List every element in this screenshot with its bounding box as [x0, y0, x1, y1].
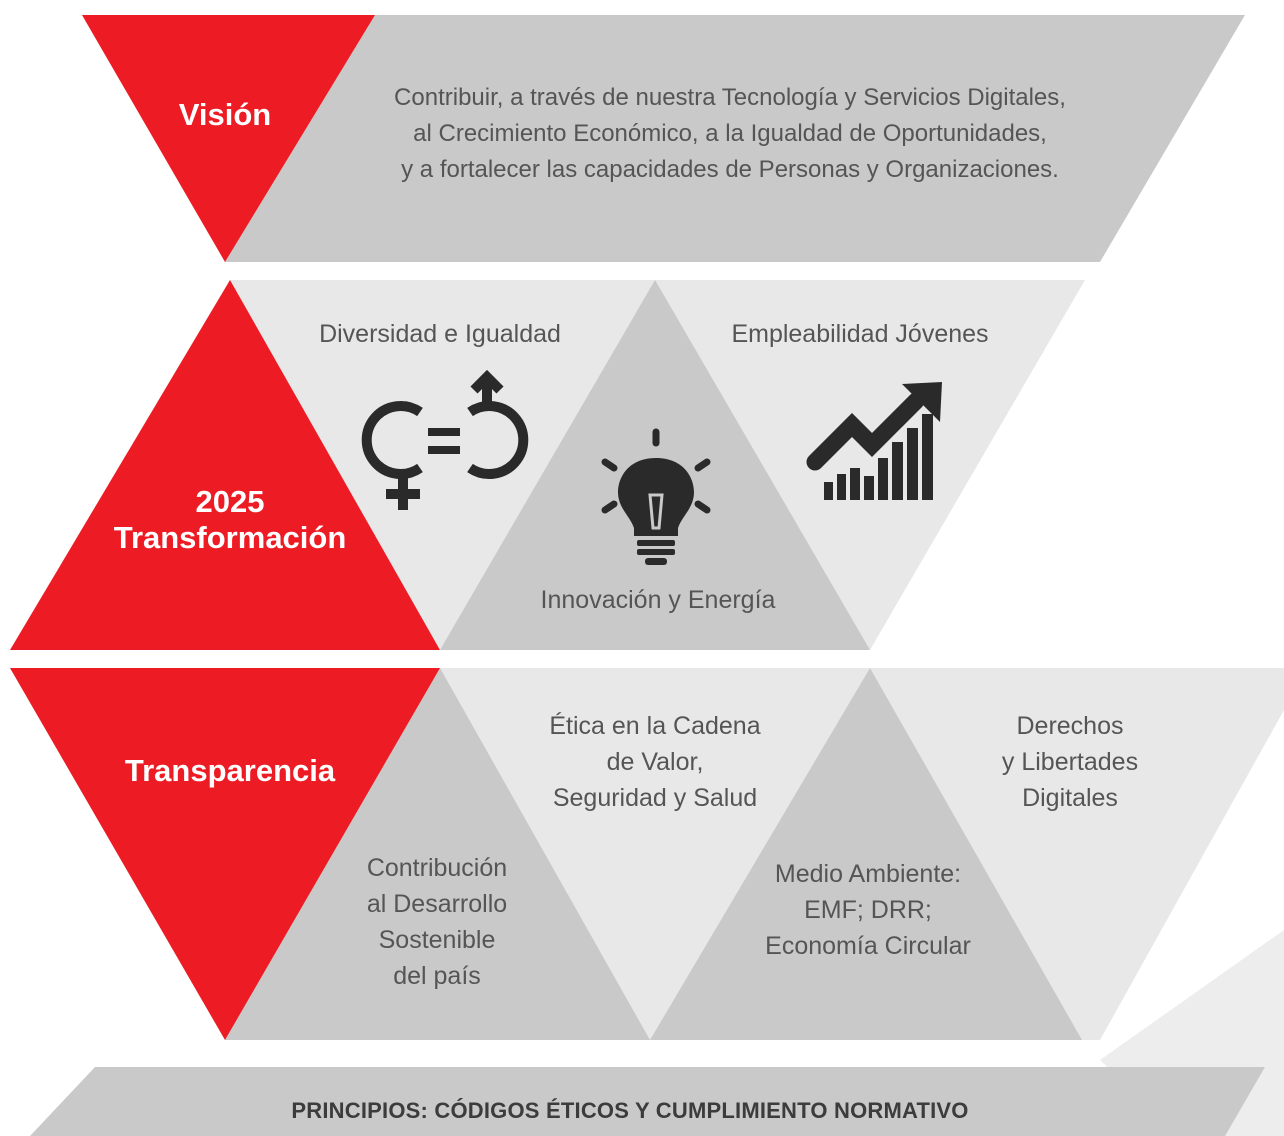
lightbulb-icon: [601, 428, 711, 565]
pillar-diversity-label: Diversidad e Igualdad: [319, 320, 561, 348]
vision-line-1: Contribuir, a través de nuestra Tecnolog…: [394, 84, 1066, 111]
transformation-label: Transformación: [113, 520, 347, 555]
growth-chart-icon: [806, 382, 942, 500]
transformation-title: 2025 Transformación: [60, 484, 400, 556]
item-digital-rights: Derechos y Libertades Digitales: [1001, 712, 1139, 812]
item-environment: Medio Ambiente: EMF; DRR; Economía Circu…: [765, 860, 971, 960]
development-triangle: [225, 668, 650, 1040]
vision-line-3: y a fortalecer las capacidades de Person…: [401, 156, 1059, 183]
gender-equality-icon: [361, 369, 529, 510]
item-development: Contribución al Desarrollo Sostenible de…: [366, 854, 508, 990]
vision-line-2: al Crecimiento Económico, a la Igualdad …: [413, 120, 1047, 147]
vision-title: Visión: [178, 97, 272, 132]
transparency-title: Transparencia: [124, 753, 336, 788]
transparency-red-triangle: [10, 668, 440, 1040]
pillar-employability-label: Empleabilidad Jóvenes: [731, 320, 989, 348]
principles-label: PRINCIPIOS: CÓDIGOS ÉTICOS Y CUMPLIMIENT…: [291, 1098, 969, 1123]
pillar-innovation-label: Innovación y Energía: [540, 586, 776, 614]
principles-banner: [30, 1067, 1265, 1136]
transformation-year: 2025: [195, 484, 265, 519]
transformation-red-triangle: [10, 280, 440, 650]
vision-red-triangle: [82, 15, 375, 262]
vision-statement: Contribuir, a través de nuestra Tecnolog…: [300, 80, 1160, 188]
item-ethics: Ética en la Cadena de Valor, Seguridad y…: [549, 712, 761, 812]
vision-gray-band: [225, 15, 1245, 262]
environment-triangle: [650, 668, 1082, 1040]
